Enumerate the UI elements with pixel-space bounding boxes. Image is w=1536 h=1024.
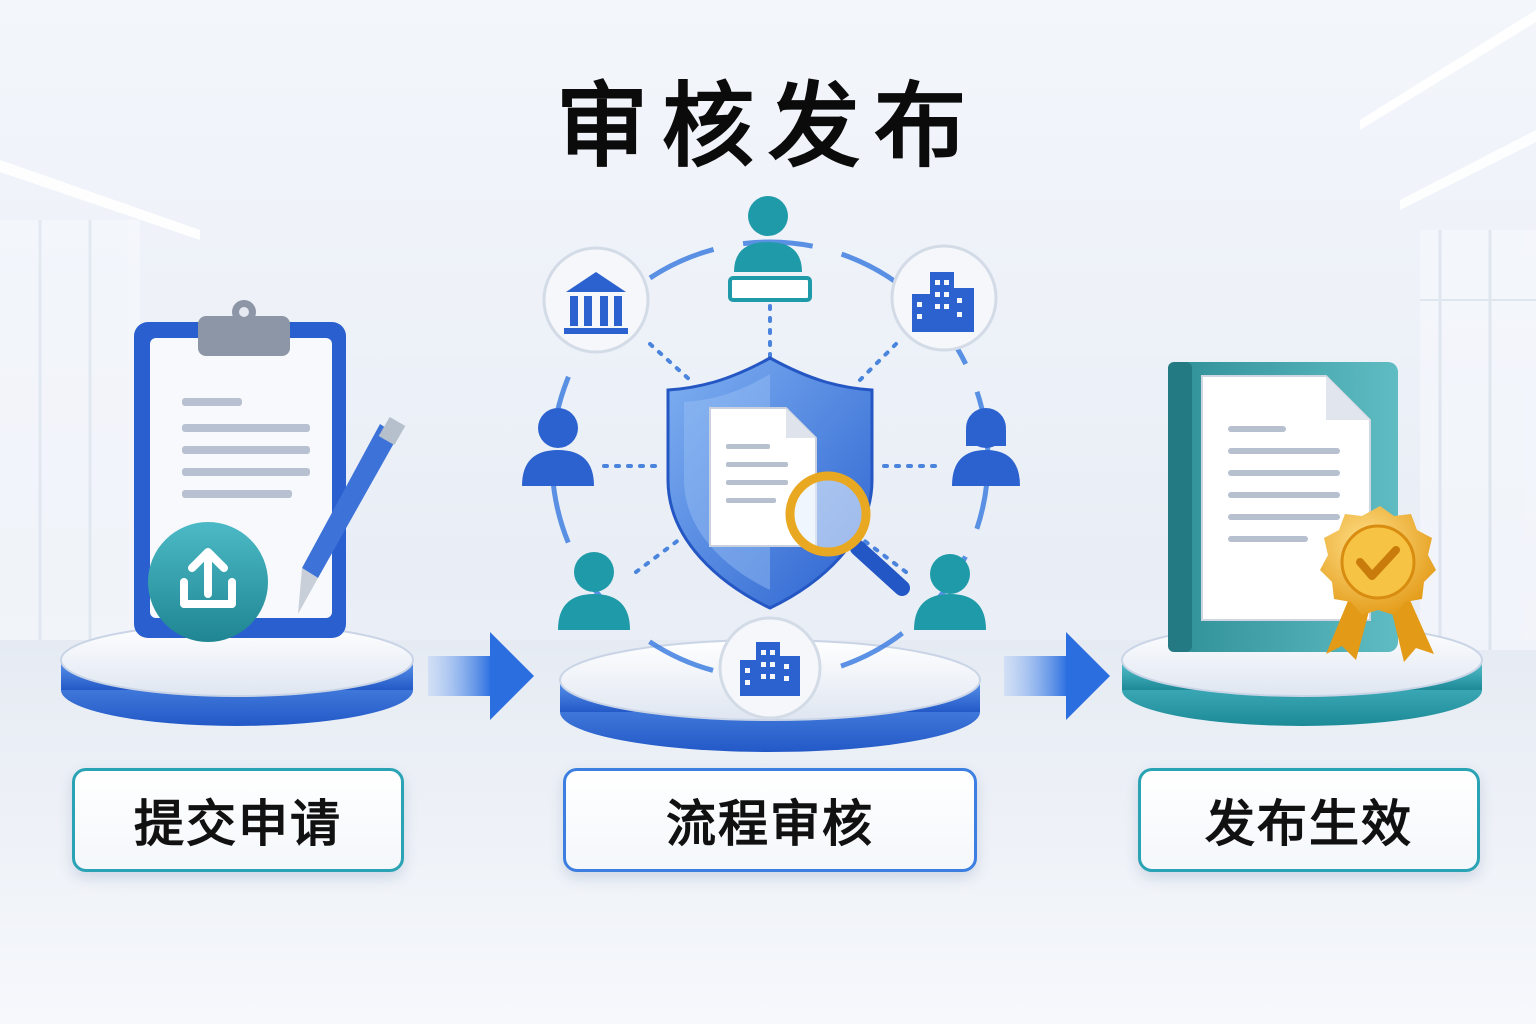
step1-pedestal bbox=[60, 623, 414, 726]
page-title: 审核发布 bbox=[555, 73, 980, 180]
building-icon-circle bbox=[890, 244, 998, 352]
male-user-icon-lower-left bbox=[558, 552, 630, 630]
reviewer-desk-icon bbox=[728, 196, 812, 302]
building-icon-bottom bbox=[718, 616, 822, 720]
step-label-publish: 发布生效 bbox=[1138, 768, 1480, 872]
bank-icon-circle bbox=[542, 246, 650, 354]
approval-badge-icon bbox=[1320, 506, 1436, 662]
male-user-icon-lower-right bbox=[914, 554, 986, 630]
pen-icon bbox=[298, 416, 406, 614]
flow-arrow-2 bbox=[1004, 632, 1110, 720]
magnifier-icon bbox=[785, 471, 910, 596]
male-user-icon-left bbox=[522, 408, 594, 486]
upload-icon bbox=[148, 522, 268, 642]
step-label-submit: 提交申请 bbox=[72, 768, 404, 872]
female-user-icon-right bbox=[952, 408, 1020, 486]
flow-arrow-1 bbox=[428, 632, 534, 720]
step-label-review: 流程审核 bbox=[563, 768, 977, 872]
